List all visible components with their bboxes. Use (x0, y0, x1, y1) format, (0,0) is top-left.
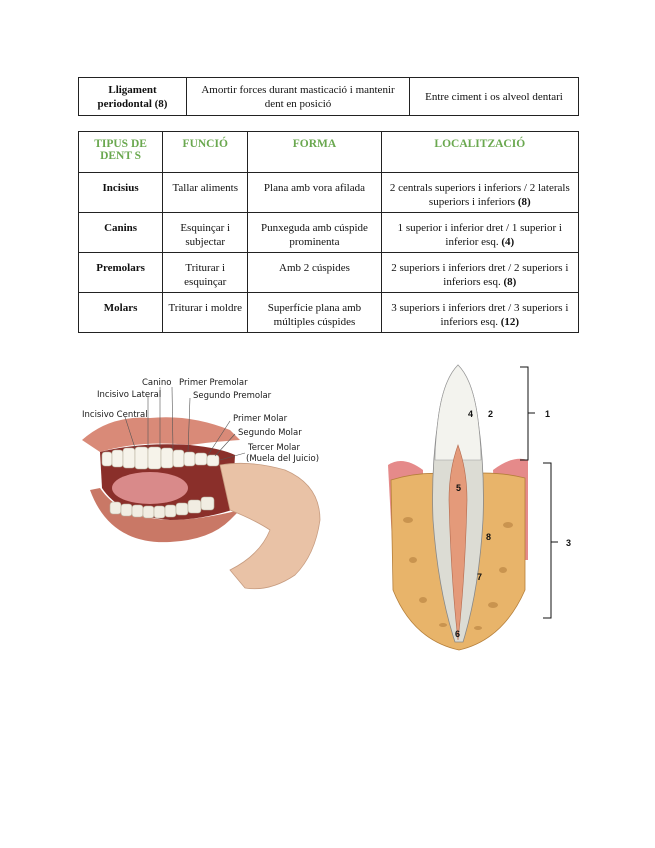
table-row: Incisius Tallar aliments Plana amb vora … (77, 172, 580, 213)
location-cell: 3 superiors i inferiors dret / 3 superio… (380, 292, 580, 333)
location-cell: 2 centrals superiors i inferiors / 2 lat… (380, 172, 580, 213)
table-row: Canins Esquinçar i subjectar Punxeguda a… (77, 212, 580, 253)
label-primer-premolar: Primer Premolar (179, 378, 248, 388)
form-cell: Superfície plana amb múltiples cúspides (247, 292, 382, 333)
bone-texture (403, 517, 513, 630)
lower-teeth (109, 496, 215, 519)
label-canino: Canino (142, 378, 171, 388)
label-segundo-premolar: Segundo Premolar (193, 391, 272, 401)
bracket-root (543, 462, 552, 619)
term-cell: Lligament periodontal (8) (78, 77, 187, 116)
header-type: TIPUS DE DENT S (77, 131, 164, 173)
label-6: 6 (455, 629, 460, 639)
function-cell: Tallar aliments (162, 172, 249, 213)
upper-teeth (101, 446, 220, 470)
finger (219, 462, 321, 590)
header-location: LOCALITZACIÓ (380, 131, 580, 173)
label-3: 3 (566, 538, 571, 548)
count-text: (12) (500, 316, 520, 328)
table-row: Premolars Triturar i esquinçar Amb 2 cús… (77, 252, 580, 293)
header-form: FORMA (247, 131, 382, 173)
type-cell: Incisius (77, 172, 164, 213)
count-text: (8) (503, 276, 517, 288)
lower-lip (90, 488, 240, 543)
label-tercer-molar: Tercer Molar (247, 443, 300, 453)
label-7: 7 (477, 572, 482, 582)
function-cell: Triturar i esquinçar (162, 252, 249, 293)
table-row: Lligament periodontal (8) Amortir forces… (78, 77, 579, 116)
table-row: Molars Triturar i moldre Superfície plan… (77, 292, 580, 333)
label-5: 5 (456, 483, 461, 493)
leader-lines (124, 386, 246, 461)
tooth-types-table: TIPUS DE DENT S FUNCIÓ FORMA LOCALITZACI… (77, 131, 580, 333)
bracket-crown (520, 366, 529, 461)
label-primer-molar: Primer Molar (233, 414, 288, 424)
location-text: 3 superiors i inferiors dret / 3 superio… (391, 302, 569, 328)
location-cell: Entre ciment i os alveol dentari (409, 77, 579, 116)
tongue (112, 472, 188, 504)
pulp (448, 444, 468, 641)
location-text: 2 centrals superiors i inferiors / 2 lat… (389, 182, 570, 208)
form-cell: Punxeguda amb cúspide prominenta (247, 212, 382, 253)
table-header-row: TIPUS DE DENT S FUNCIÓ FORMA LOCALITZACI… (77, 131, 580, 173)
function-cell: Triturar i moldre (162, 292, 249, 333)
location-cell: 2 superiors i inferiors dret / 2 superio… (380, 252, 580, 293)
upper-lip (82, 417, 240, 452)
form-cell: Amb 2 cúspides (247, 252, 382, 293)
function-cell: Amortir forces durant masticació i mante… (186, 77, 410, 116)
header-function: FUNCIÓ (162, 131, 249, 173)
label-2: 2 (488, 409, 493, 419)
count-text: (8) (517, 196, 531, 208)
label-1: 1 (545, 409, 550, 419)
teeth-diagram: Canino Primer Premolar Incisivo Lateral … (82, 378, 321, 590)
form-cell: Plana amb vora afilada (247, 172, 382, 213)
type-cell: Premolars (77, 252, 164, 293)
type-cell: Canins (77, 212, 164, 253)
label-8: 8 (486, 532, 491, 542)
count-text: (4) (501, 236, 515, 248)
label-muela-juicio: (Muela del Juicio) (246, 454, 319, 464)
location-cell: 1 superior i inferior dret / 1 superior … (380, 212, 580, 253)
label-4: 4 (468, 409, 473, 419)
location-text: 1 superior i inferior dret / 1 superior … (397, 222, 562, 248)
function-cell: Esquinçar i subjectar (162, 212, 249, 253)
label-segundo-molar: Segundo Molar (238, 428, 302, 438)
tooth-anatomy-diagram: 4 2 5 8 7 6 1 3 (388, 364, 571, 651)
type-cell: Molars (77, 292, 164, 333)
label-incisivo-lateral: Incisivo Lateral (97, 390, 161, 400)
label-incisivo-central: Incisivo Central (82, 410, 148, 420)
location-text: 2 superiors i inferiors dret / 2 superio… (391, 262, 569, 288)
periodontal-ligament-table: Lligament periodontal (8) Amortir forces… (78, 77, 579, 116)
